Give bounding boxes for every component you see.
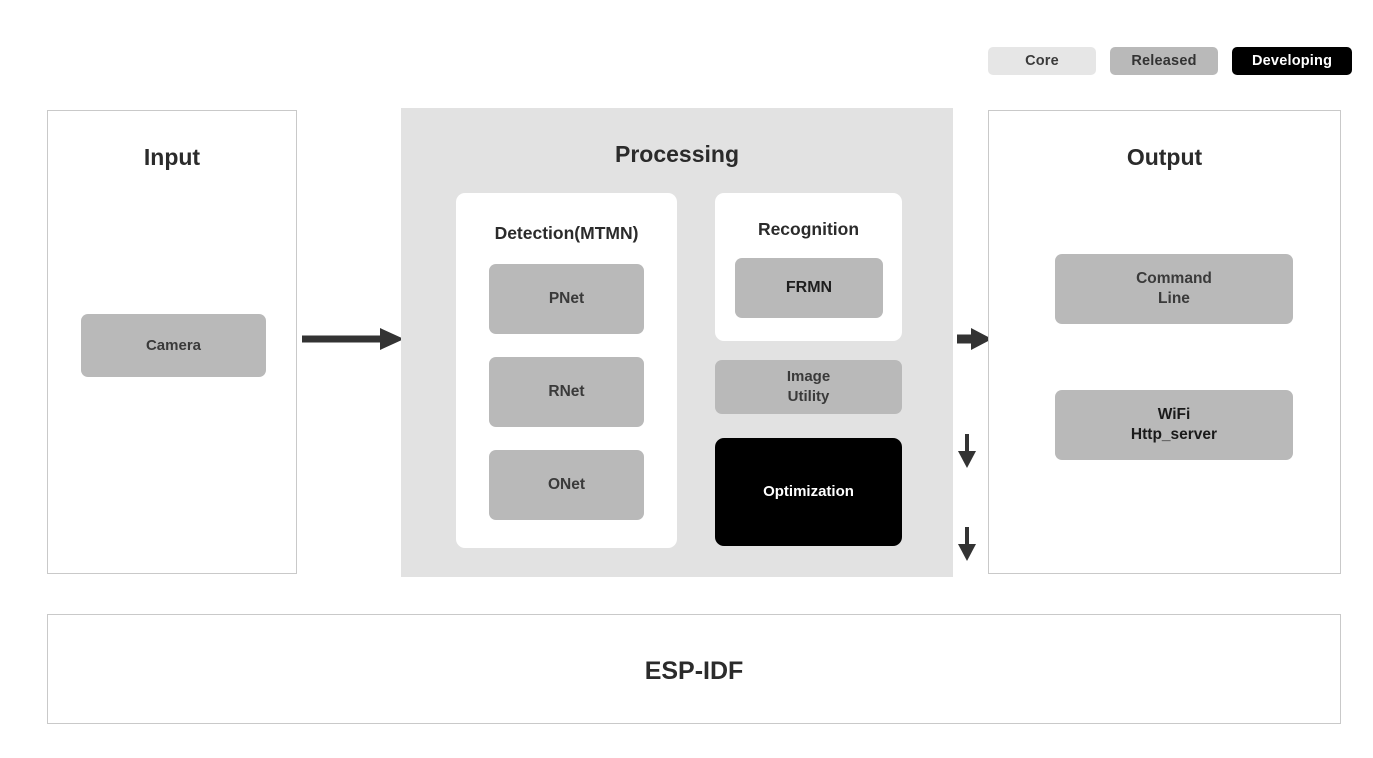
- card-recognition-title: Recognition: [757, 219, 860, 239]
- arrow-processing-to-output: [957, 328, 992, 350]
- card-detection-title: Detection(MTMN): [494, 223, 639, 243]
- status-legend: Core Released Developing: [988, 47, 1353, 75]
- legend-badge-released[interactable]: Released: [1110, 47, 1218, 75]
- box-camera[interactable]: Camera: [81, 314, 266, 377]
- box-wifi-http-server[interactable]: WiFi Http_server: [1055, 390, 1293, 460]
- arrow-rnet-to-onet: [958, 527, 976, 561]
- panel-input: Input Camera: [47, 110, 297, 574]
- arrow-pnet-to-rnet: [958, 434, 976, 468]
- box-rnet[interactable]: RNet: [489, 357, 644, 427]
- panel-output: Output Command Line WiFi Http_server: [988, 110, 1341, 574]
- panel-esp-idf: ESP-IDF: [47, 614, 1341, 724]
- arrow-input-to-processing: [302, 328, 404, 350]
- card-detection: Detection(MTMN) PNet RNet ONet: [456, 193, 677, 548]
- panel-output-title: Output: [1126, 144, 1203, 170]
- legend-badge-developing[interactable]: Developing: [1232, 47, 1353, 75]
- panel-input-title: Input: [143, 144, 201, 170]
- legend-badge-core[interactable]: Core: [988, 47, 1096, 75]
- box-image-utility[interactable]: Image Utility: [715, 360, 902, 414]
- esp-idf-label: ESP-IDF: [644, 657, 744, 685]
- box-frmn[interactable]: FRMN: [735, 258, 883, 318]
- card-recognition: Recognition FRMN: [715, 193, 902, 341]
- box-optimization[interactable]: Optimization: [715, 438, 902, 546]
- box-pnet[interactable]: PNet: [489, 264, 644, 334]
- box-command-line[interactable]: Command Line: [1055, 254, 1293, 324]
- box-onet[interactable]: ONet: [489, 450, 644, 520]
- panel-processing-title: Processing: [615, 141, 739, 167]
- panel-processing: Processing Detection(MTMN) PNet RNet ONe…: [401, 108, 976, 577]
